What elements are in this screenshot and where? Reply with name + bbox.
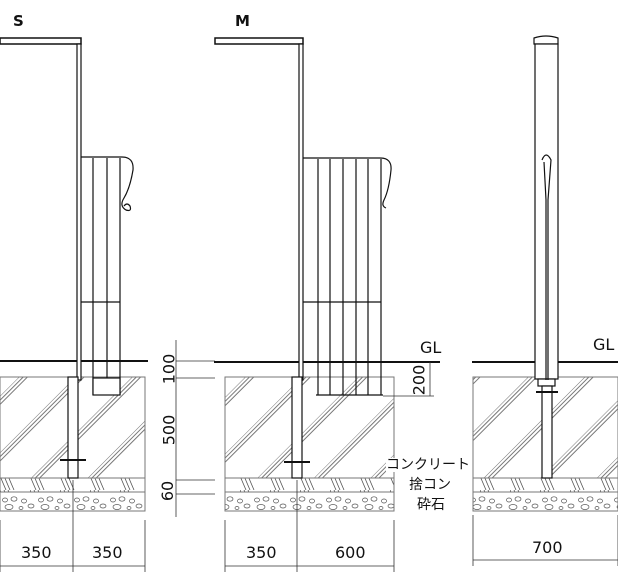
pergola-post-s — [0, 37, 86, 479]
dimension-s-right: 350 — [92, 543, 123, 562]
view-s — [0, 37, 148, 572]
dimension-200: 200 — [409, 364, 429, 396]
dimension-lines-side — [472, 515, 618, 566]
railing-m — [303, 157, 392, 396]
dimension-500: 500 — [159, 414, 179, 446]
ground-level-label-m: GL — [420, 338, 442, 357]
view-label-s: S — [13, 12, 24, 30]
view-m — [214, 37, 440, 572]
dimension-lines-s — [0, 480, 146, 572]
view-side — [472, 35, 618, 566]
ground-level-label-side: GL — [593, 335, 615, 354]
layer-label-lean-concrete: 捨コン — [409, 477, 451, 493]
view-label-m: M — [235, 12, 250, 30]
layer-label-gravel: 砕石 — [417, 497, 445, 513]
dimension-s-left: 350 — [21, 543, 52, 562]
pergola-post-side — [533, 35, 559, 479]
railing-s — [81, 156, 134, 396]
dimension-lines-m — [224, 362, 434, 572]
dimension-side-width: 700 — [532, 538, 563, 557]
dimension-100: 100 — [159, 353, 179, 385]
layer-label-concrete: コンクリート — [386, 457, 470, 473]
dimension-m-left: 350 — [246, 543, 277, 562]
dimension-m-right: 600 — [335, 543, 366, 562]
dimension-60: 60 — [158, 480, 178, 502]
foundation-m — [224, 376, 395, 512]
vertical-dimension — [175, 340, 215, 517]
pergola-post-m — [214, 37, 310, 479]
